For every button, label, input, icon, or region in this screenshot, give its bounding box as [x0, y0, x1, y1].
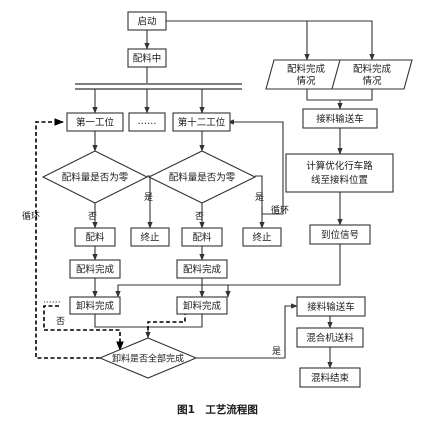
node-station-12-label: 第十二工位 — [178, 117, 226, 129]
node-mixer-label: 混合机送料 — [306, 332, 354, 344]
label-yes-12: 是 — [255, 192, 264, 203]
node-end-12-label: 终止 — [252, 232, 272, 244]
edge-statusb-conveyor — [340, 89, 373, 101]
edge-arrival-unload12 — [225, 244, 341, 298]
node-arrival-label: 到位信号 — [321, 229, 359, 241]
node-batch-1-label: 配料 — [85, 232, 105, 244]
node-end-12 — [242, 227, 282, 247]
edge-start-status-b — [166, 20, 375, 61]
edge-arrival-unload1 — [115, 284, 228, 298]
node-calc-route — [285, 153, 394, 193]
label-loop-right: 循环 — [271, 204, 289, 216]
node-calc-route-label-2: 线至接料位置 — [311, 174, 368, 186]
node-unload-done-1-label: 卸料完成 — [76, 300, 115, 312]
node-decision-12-label: 配料量是否为零 — [169, 172, 236, 184]
label-yes-all: 是 — [272, 346, 281, 357]
node-arrival — [309, 224, 371, 245]
node-batch-done-12 — [176, 259, 228, 279]
edge-decisionall-conveyor2 — [194, 303, 298, 359]
edge-unload1-decisionall — [94, 314, 151, 339]
node-end-1-label: 终止 — [140, 232, 160, 244]
node-decision-all-label: 卸料是否全部完成 — [112, 353, 184, 365]
edge-statusa-conveyor — [306, 89, 343, 110]
node-decision-1 — [41, 150, 149, 204]
edge-loop-left-inner — [43, 305, 121, 346]
node-batching — [127, 48, 167, 68]
label-yes-1: 是 — [144, 192, 153, 203]
node-calc-route-label-1: 计算优化行车路 — [306, 160, 373, 172]
nodes: 启动 配料中 第一工位 …… 第十二工位 配料量是否为零 配料量是否为零 配料 … — [41, 11, 413, 388]
node-start — [127, 11, 167, 31]
node-conveyor-receive-2-label: 接料输送车 — [307, 301, 355, 313]
node-decision-1-label: 配料量是否为零 — [62, 172, 129, 184]
node-status-a-label-1: 配料完成 — [287, 63, 326, 75]
node-decision-all — [98, 337, 198, 379]
node-start-label: 启动 — [137, 16, 156, 28]
node-station-mid-label: …… — [138, 116, 157, 127]
node-station-1 — [66, 112, 124, 132]
node-conveyor-receive — [302, 108, 378, 129]
label-loop-left: 循环 — [22, 210, 40, 222]
node-mix-end-label: 混料结束 — [311, 372, 350, 384]
connectors — [35, 20, 375, 369]
node-batch-done-12-label: 配料完成 — [183, 264, 222, 276]
node-unload-done-12-label: 卸料完成 — [183, 300, 222, 312]
node-conveyor-receive-label: 接料输送车 — [316, 113, 364, 125]
edge-labels: 否 是 否 是 否 是 循环 循环 — [22, 192, 289, 357]
label-no-12: 否 — [195, 211, 204, 222]
node-unload-done-12 — [176, 296, 228, 315]
node-station-mid — [128, 112, 166, 132]
node-mix-end — [299, 367, 361, 388]
node-batch-done-1 — [69, 259, 121, 279]
node-batch-1 — [74, 227, 116, 247]
node-unload-done-1 — [69, 296, 121, 315]
node-status-a-label-2: 情况 — [296, 75, 316, 87]
node-station-12 — [172, 112, 231, 132]
figure-caption: 图1 工艺流程图 — [177, 403, 258, 416]
node-batching-label: 配料中 — [133, 53, 162, 65]
node-status-b-label-2: 情况 — [362, 75, 382, 87]
label-no-1: 否 — [88, 211, 97, 222]
node-mixer — [296, 327, 364, 348]
node-station-1-label: 第一工位 — [76, 117, 115, 129]
node-status-b-label-1: 配料完成 — [353, 63, 392, 75]
edge-loop-left — [35, 118, 100, 359]
node-batch-done-1-label: 配料完成 — [76, 264, 115, 276]
edge-loop-right — [227, 119, 284, 215]
edge-unload12-decisionall — [148, 314, 203, 328]
node-conveyor-receive-2 — [296, 296, 366, 317]
node-batch-12-label: 配料 — [192, 232, 212, 244]
node-status-b — [331, 59, 413, 90]
label-no-all: 否 — [56, 316, 65, 327]
node-end-1 — [130, 227, 170, 247]
node-batch-12 — [181, 227, 223, 247]
node-decision-12 — [147, 150, 257, 204]
